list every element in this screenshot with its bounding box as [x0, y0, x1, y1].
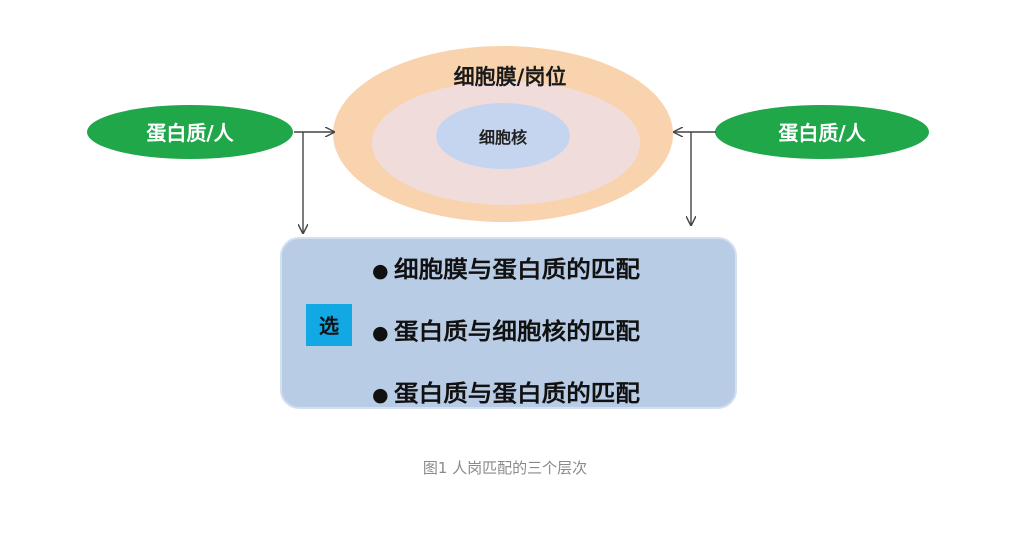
matching-box	[280, 237, 737, 409]
nucleus-label: 细胞核	[479, 128, 527, 147]
left-protein-node	[87, 105, 293, 159]
select-tag-label: 选	[319, 314, 339, 338]
list-bullet: ●	[372, 384, 389, 406]
list-item: 蛋白质与细胞核的匹配	[394, 318, 640, 345]
figure-caption: 图1 人岗匹配的三个层次	[423, 459, 587, 477]
list-bullet: ●	[372, 260, 389, 282]
nucleus-ellipse	[436, 103, 570, 169]
connectors	[294, 132, 716, 233]
list-item: 蛋白质与蛋白质的匹配	[394, 380, 640, 407]
left-protein-label: 蛋白质/人	[146, 121, 234, 145]
select-tag	[306, 304, 352, 346]
match-list: ● 细胞膜与蛋白质的匹配 ● 蛋白质与细胞核的匹配 ● 蛋白质与蛋白质的匹配	[372, 256, 640, 407]
right-protein-node	[715, 105, 929, 159]
list-item: 细胞膜与蛋白质的匹配	[394, 256, 640, 283]
cell-membrane-label: 细胞膜/岗位	[454, 65, 567, 89]
list-bullet: ●	[372, 322, 389, 344]
right-protein-label: 蛋白质/人	[778, 121, 866, 145]
